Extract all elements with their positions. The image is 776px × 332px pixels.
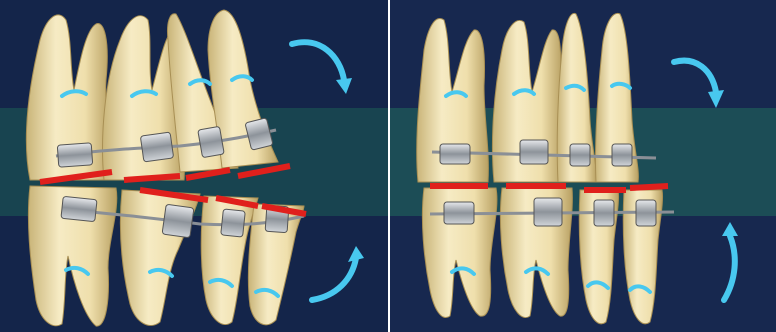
bracket-icon xyxy=(198,126,225,157)
panel-after-correction xyxy=(390,0,776,332)
bracket-icon xyxy=(140,132,173,162)
bracket-icon xyxy=(162,204,194,238)
bracket-icon xyxy=(570,144,590,166)
panel-before-correction xyxy=(0,0,388,332)
after-illustration xyxy=(390,0,776,332)
bracket-icon xyxy=(612,144,632,166)
bracket-icon xyxy=(444,202,474,224)
bracket-icon xyxy=(520,140,548,164)
before-illustration xyxy=(0,0,388,332)
bracket-icon xyxy=(636,200,656,226)
bracket-icon xyxy=(61,196,97,221)
bracket-icon xyxy=(440,144,470,164)
bracket-icon xyxy=(594,200,614,226)
bracket-icon xyxy=(221,209,246,237)
bracket-icon xyxy=(534,198,562,226)
bracket-icon xyxy=(57,143,92,167)
